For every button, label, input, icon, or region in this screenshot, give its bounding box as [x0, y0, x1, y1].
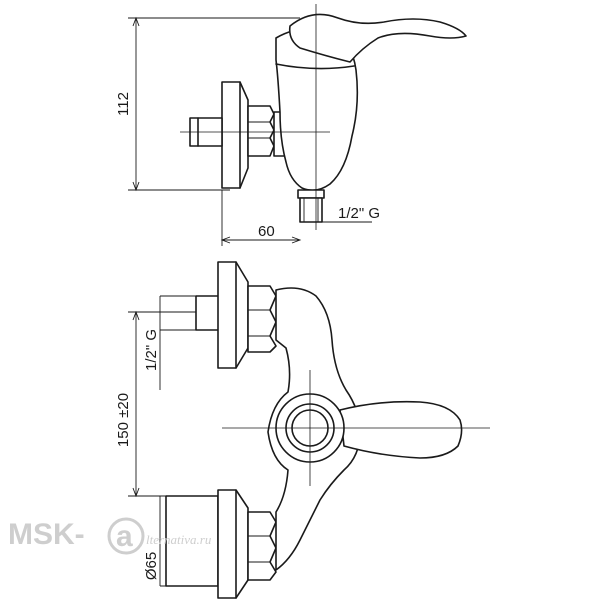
front-view: 150 ±20 1/2" G Ø65: [115, 261, 490, 599]
front-faucet-body: [267, 287, 463, 571]
watermark-brand: MSK-: [8, 518, 85, 551]
front-top-connector: [195, 261, 277, 369]
dim-label-60: 60: [258, 223, 275, 240]
dimension-projection-60: [220, 190, 302, 246]
watermark-logo-icon: [107, 517, 145, 555]
front-thread-dimension: [159, 295, 196, 390]
front-bottom-connector: [165, 489, 277, 599]
dimension-height-112: [128, 16, 300, 192]
dim-label-65: Ø65: [143, 552, 160, 580]
dim-label-112: 112: [115, 92, 132, 116]
side-faucet-body: [273, 13, 467, 223]
dim-label-150: 150 ±20: [115, 393, 132, 447]
side-thread-label: 1/2" G: [338, 205, 380, 222]
watermark-logo-letter: a: [116, 520, 133, 553]
side-wall-flange: [189, 81, 275, 189]
watermark-site: lternativa.ru: [146, 532, 212, 547]
side-view: 112: [115, 4, 467, 246]
front-thread-label: 1/2" G: [143, 329, 160, 371]
watermark: MSK- a lternativa.ru: [8, 517, 212, 555]
dimension-spacing-150: [128, 310, 218, 498]
